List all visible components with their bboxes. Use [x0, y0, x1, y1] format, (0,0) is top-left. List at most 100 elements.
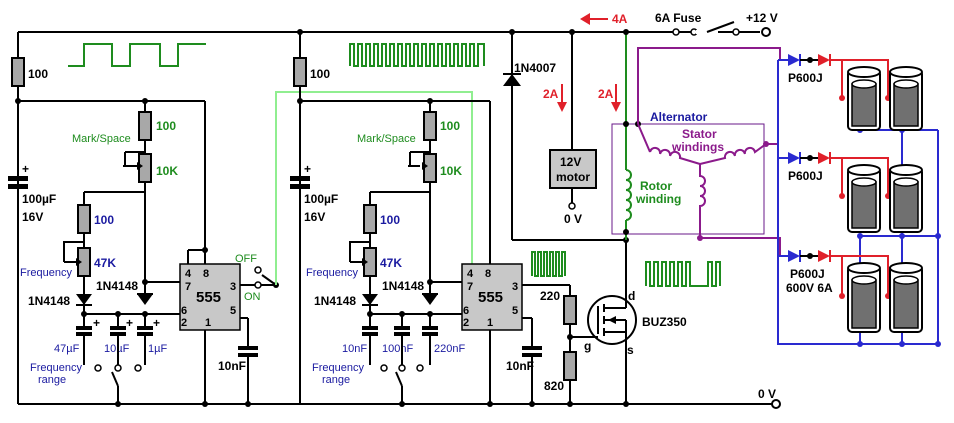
svg-text:100: 100: [94, 213, 114, 227]
battery-cell: [889, 66, 923, 131]
svg-text:5: 5: [512, 305, 518, 317]
svg-text:+: +: [22, 162, 29, 176]
svg-text:8: 8: [485, 268, 491, 280]
svg-text:47K: 47K: [94, 256, 116, 270]
svg-text:100: 100: [380, 213, 400, 227]
zero-volt-terminal: [771, 399, 781, 409]
svg-text:100nF: 100nF: [382, 343, 413, 355]
svg-text:Mark/Space: Mark/Space: [357, 133, 416, 145]
svg-text:winding: winding: [635, 192, 681, 206]
svg-text:100µF: 100µF: [22, 192, 56, 206]
rotor-winding: 2A Rotor winding: [598, 29, 681, 240]
r-freq-2: [363, 204, 377, 234]
svg-text:1N4148: 1N4148: [96, 279, 138, 293]
r-freq-1: [77, 204, 91, 234]
battery-cell: [847, 66, 881, 131]
svg-text:100µF: 100µF: [304, 192, 338, 206]
svg-text:s: s: [627, 343, 634, 357]
diode-1n4007: 1N4007: [503, 29, 629, 243]
chip-555-2: [461, 263, 523, 331]
svg-text:10nF: 10nF: [218, 359, 246, 373]
oscillator-1: 100 + 100µF 16V 100 Mark/Space 10K 100 4…: [8, 32, 279, 407]
r-mark-space-2: [423, 111, 437, 141]
svg-text:2: 2: [181, 317, 187, 329]
square-wave-fast: [349, 43, 485, 67]
svg-text:Frequency: Frequency: [312, 362, 364, 374]
svg-text:windings: windings: [671, 140, 724, 154]
r-top-1: [11, 57, 25, 87]
main-switch: [706, 21, 735, 33]
pot-mark-space-2: [423, 153, 437, 183]
svg-text:Rotor: Rotor: [640, 179, 672, 193]
svg-text:0 V: 0 V: [564, 212, 582, 226]
svg-text:100: 100: [28, 67, 48, 81]
pot-mark-space-1: [138, 153, 152, 183]
timing-caps-2: 10nF 100nF 220nF Frequency range: [312, 314, 465, 407]
svg-text:220nF: 220nF: [434, 343, 465, 355]
svg-text:g: g: [584, 339, 591, 353]
battery-cells: [847, 66, 923, 333]
svg-text:100: 100: [310, 67, 330, 81]
svg-text:555: 555: [478, 289, 503, 306]
cap-100uf-1: [8, 176, 28, 181]
svg-text:Frequency: Frequency: [30, 362, 82, 374]
svg-text:10nF: 10nF: [342, 343, 367, 355]
square-wave-slow: [68, 43, 206, 67]
alternator: Alternator Stator windings: [611, 47, 788, 257]
svg-text:600V 6A: 600V 6A: [786, 281, 833, 295]
enable-link-wire: [275, 91, 473, 285]
svg-text:OFF: OFF: [235, 253, 257, 265]
range-selector-1: [111, 371, 119, 387]
range-selector-2: [395, 371, 403, 387]
battery-cell: [889, 164, 923, 233]
svg-text:1N4007: 1N4007: [514, 61, 556, 75]
motor-12v: 12V motor 0 V 2A: [543, 29, 597, 226]
svg-text:220: 220: [540, 289, 560, 303]
svg-text:+: +: [93, 316, 100, 330]
svg-text:BUZ350: BUZ350: [642, 315, 687, 329]
svg-text:1: 1: [487, 317, 493, 329]
svg-text:motor: motor: [556, 170, 590, 184]
battery-cell: [847, 164, 881, 233]
svg-text:8: 8: [203, 268, 209, 280]
svg-text:3: 3: [512, 281, 518, 293]
svg-text:6: 6: [463, 305, 469, 317]
pulse-burst-wave: [531, 251, 566, 277]
r-gate-820: [563, 351, 577, 381]
r-top-2: [293, 57, 307, 87]
svg-text:+: +: [153, 316, 160, 330]
svg-text:1N4148: 1N4148: [314, 294, 356, 308]
svg-text:2A: 2A: [598, 87, 614, 101]
supply-label: +12 V: [746, 11, 778, 25]
diode-1n4148-b-2: [422, 294, 438, 305]
svg-text:P600J: P600J: [788, 71, 823, 85]
svg-text:3: 3: [230, 281, 236, 293]
diode-1n4148-a-2: [362, 294, 378, 305]
svg-text:100: 100: [440, 119, 460, 133]
battery-cell: [889, 262, 923, 333]
svg-text:1N4148: 1N4148: [28, 294, 70, 308]
svg-text:10nF: 10nF: [506, 359, 534, 373]
svg-text:range: range: [322, 374, 350, 386]
svg-text:d: d: [628, 289, 635, 303]
svg-text:555: 555: [196, 289, 221, 306]
chip-555-1: [179, 263, 241, 331]
svg-text:100: 100: [156, 119, 176, 133]
mosfet-buz350: d g s BUZ350: [584, 236, 687, 407]
svg-text:1µF: 1µF: [148, 343, 167, 355]
rectifier-bank: P600J P600J P600J 600V 6A: [777, 54, 941, 347]
svg-text:Stator: Stator: [682, 127, 717, 141]
cap-10nf-1: [238, 346, 258, 350]
svg-text:4: 4: [467, 268, 474, 280]
svg-text:7: 7: [185, 281, 191, 293]
r-mark-space-1: [138, 111, 152, 141]
svg-text:ON: ON: [244, 291, 261, 303]
svg-text:10K: 10K: [440, 164, 462, 178]
cap-10nf-2: [522, 346, 542, 350]
diode-1n4148-b-1: [137, 294, 153, 305]
svg-text:5: 5: [230, 305, 236, 317]
drain-pulse-wave: [645, 261, 721, 287]
svg-text:820: 820: [544, 379, 564, 393]
svg-text:2: 2: [463, 317, 469, 329]
svg-text:47µF: 47µF: [54, 343, 80, 355]
